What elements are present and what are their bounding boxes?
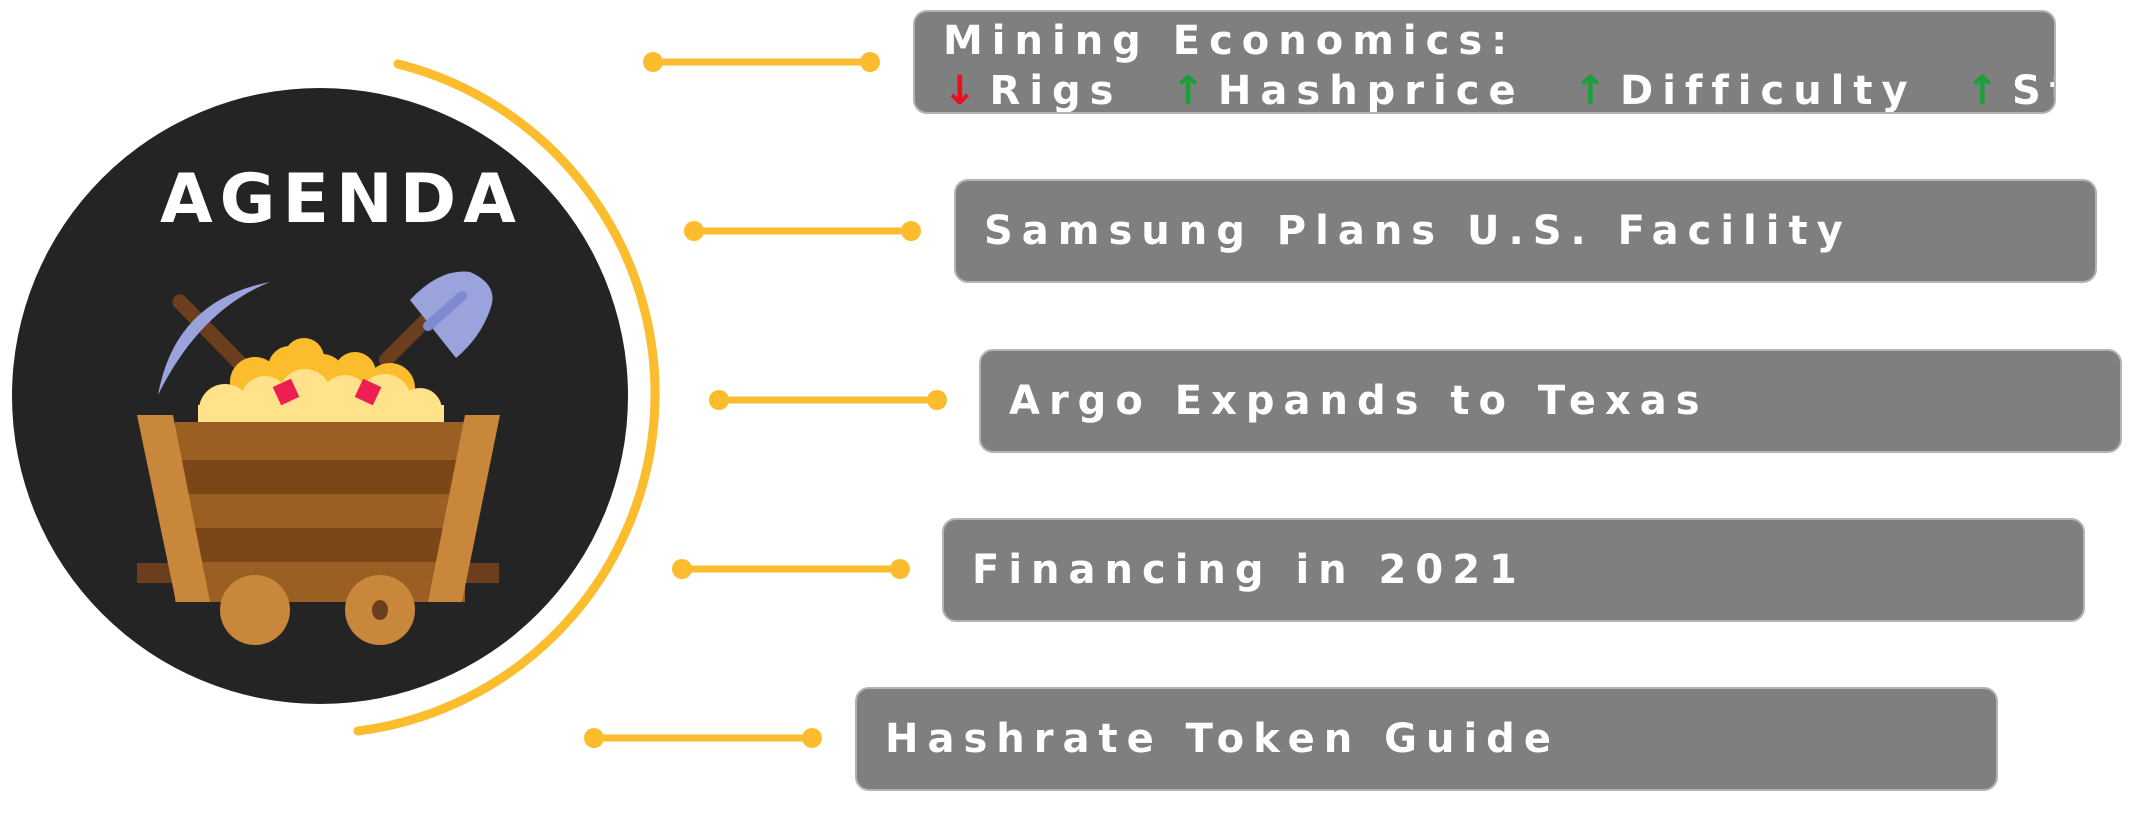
- connector-1: [643, 52, 880, 72]
- agenda-item-argo: Argo Expands to Texas: [979, 349, 2122, 453]
- connector-3: [709, 390, 947, 410]
- agenda-item-samsung: Samsung Plans U.S. Facility: [954, 179, 2097, 283]
- agenda-arc: [353, 59, 660, 736]
- arrow-up-icon: ↑: [1573, 68, 1617, 114]
- gem-icon: [272, 378, 382, 406]
- arrow-up-icon: ↑: [1171, 68, 1214, 114]
- agenda-item-label: Argo Expands to Texas: [1009, 378, 1709, 424]
- metric-hashprice: ↑Hashprice: [1171, 68, 1525, 114]
- metrics-row: ↓Rigs ↑Hashprice ↑Difficulty ↑Stocks: [943, 68, 2054, 114]
- connector-2: [684, 221, 921, 241]
- agenda-item-financing: Financing in 2021: [942, 518, 2085, 622]
- agenda-item-label: Financing in 2021: [972, 547, 1526, 593]
- metric-stocks: ↑Stocks: [1965, 68, 2054, 114]
- agenda-item-hashrate-token: Hashrate Token Guide: [855, 687, 1998, 791]
- mine-cart-icon: [137, 415, 500, 645]
- agenda-item-label: Samsung Plans U.S. Facility: [984, 208, 1852, 254]
- metric-difficulty: ↑Difficulty: [1573, 68, 1917, 114]
- arrow-down-icon: ↓: [943, 68, 986, 114]
- connector-4: [672, 559, 910, 579]
- agenda-item-label: Hashrate Token Guide: [885, 716, 1560, 762]
- arrow-up-icon: ↑: [1965, 68, 2009, 114]
- agenda-title: AGENDA: [160, 160, 523, 239]
- agenda-item-mining-economics: Mining Economics: ↓Rigs ↑Hashprice ↑Diff…: [913, 10, 2056, 114]
- agenda-item-label: Mining Economics:: [943, 18, 1517, 64]
- shovel-icon: [379, 271, 493, 367]
- metric-rigs: ↓Rigs: [943, 68, 1123, 114]
- connector-5: [584, 728, 822, 748]
